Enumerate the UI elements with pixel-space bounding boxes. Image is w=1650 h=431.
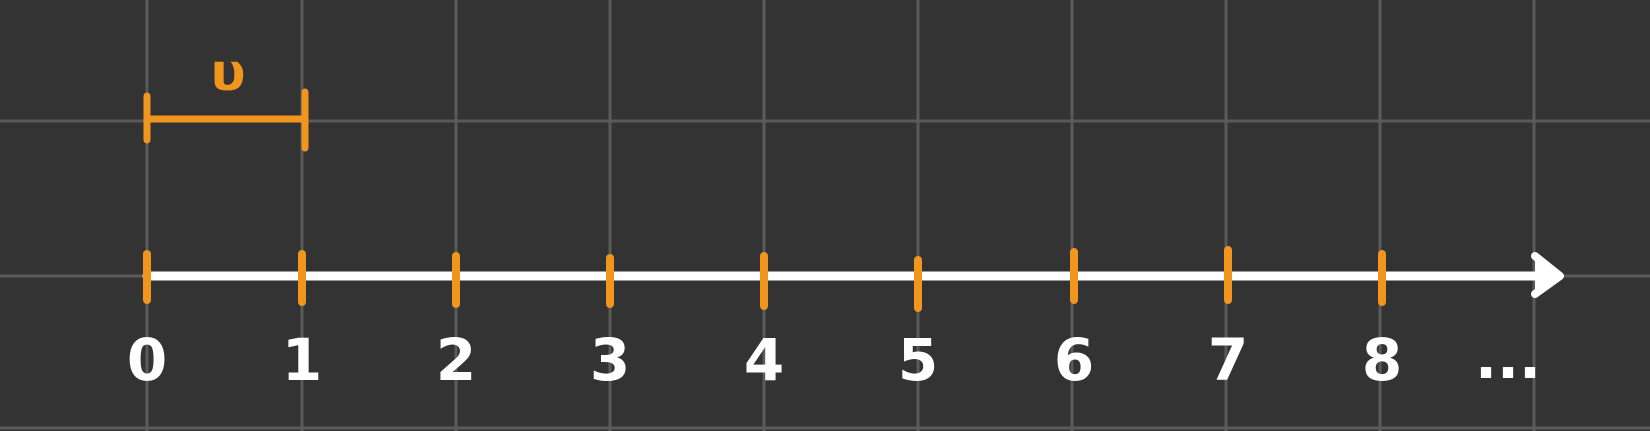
tick-label-0: 0	[127, 326, 167, 394]
unit-marker: υ	[143, 43, 309, 152]
unit-marker-label: υ	[210, 43, 245, 103]
ticks	[143, 246, 1386, 312]
tick-label-3: 3	[590, 326, 630, 394]
tick-label-4: 4	[744, 326, 784, 394]
tick-label-6: 6	[1054, 326, 1094, 394]
continuation-dots: ...	[1475, 324, 1541, 392]
tick-label-5: 5	[898, 326, 938, 394]
tick-label-2: 2	[436, 326, 476, 394]
number-line-axis	[142, 252, 1564, 298]
arrow-right-icon	[1531, 252, 1564, 298]
tick-labels: 0 1 2 3 4 5 6 7 8	[127, 326, 1402, 394]
tick-label-1: 1	[282, 326, 322, 394]
tick-label-8: 8	[1362, 326, 1402, 394]
tick-label-7: 7	[1208, 326, 1248, 394]
